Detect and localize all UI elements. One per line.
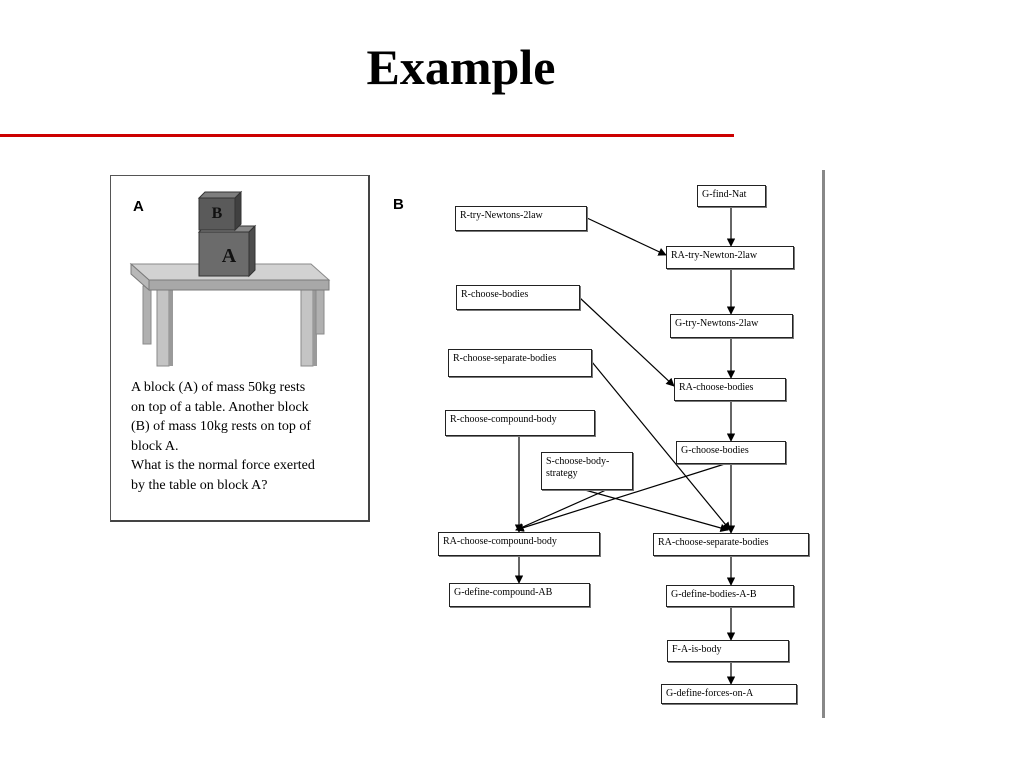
block-b-label: B bbox=[212, 205, 223, 222]
node-r-choose-compound: R-choose-compound-body bbox=[445, 410, 595, 436]
block-a-side bbox=[248, 224, 256, 278]
node-g-define-compound: G-define-compound-AB bbox=[449, 583, 590, 607]
problem-line: block A. bbox=[131, 438, 179, 454]
node-s-choose-strategy: S-choose-body-strategy bbox=[541, 452, 633, 490]
node-g-define-forces: G-define-forces-on-A bbox=[661, 684, 797, 704]
problem-line: A block (A) of mass 50kg rests bbox=[131, 380, 306, 395]
node-r-try-newtons: R-try-Newtons-2law bbox=[455, 206, 587, 231]
slide-title: Example bbox=[366, 39, 556, 95]
node-g-find-nat: G-find-Nat bbox=[697, 185, 766, 207]
table-edge bbox=[130, 262, 150, 292]
node-ra-choose-separate: RA-choose-separate-bodies bbox=[653, 533, 809, 556]
node-ra-try-newton: RA-try-Newton-2law bbox=[666, 246, 794, 269]
edge-g-choose-to-ra-compound bbox=[515, 461, 732, 532]
node-g-try-newtons: G-try-Newtons-2law bbox=[670, 314, 793, 338]
problem-line: What is the normal force exerted bbox=[131, 458, 315, 473]
problem-line: (B) of mass 10kg rests on top of bbox=[131, 419, 312, 434]
panel-divider bbox=[822, 170, 825, 718]
problem-line: on top of a table. Another block bbox=[131, 399, 309, 415]
title-underline bbox=[0, 134, 734, 137]
table-leg bbox=[313, 288, 317, 366]
node-r-choose-bodies: R-choose-bodies bbox=[456, 285, 580, 310]
node-ra-choose-bodies: RA-choose-bodies bbox=[674, 378, 786, 401]
panel-a: A B A A block (A) of mass 50kg rests on … bbox=[110, 175, 370, 522]
node-g-choose-bodies: G-choose-bodies bbox=[676, 441, 786, 464]
node-ra-choose-compound: RA-choose-compound-body bbox=[438, 532, 600, 556]
edge-r-separate-to-ra-separate bbox=[591, 361, 731, 531]
edge-r-try-to-ra-try bbox=[586, 217, 667, 256]
panel-b-label: B bbox=[393, 196, 404, 213]
edge-r-choose-to-ra-choose bbox=[579, 297, 675, 387]
block-b-side bbox=[234, 190, 242, 232]
problem-statement: A block (A) of mass 50kg rests on top of… bbox=[131, 378, 361, 495]
edge-s-strategy-to-ra-separate bbox=[584, 489, 729, 533]
node-f-a-is-body: F-A-is-body bbox=[667, 640, 789, 662]
problem-line: by the table on block A? bbox=[131, 477, 268, 493]
node-g-define-bodies: G-define-bodies-A-B bbox=[666, 585, 794, 607]
block-a-label: A bbox=[222, 245, 237, 267]
table-illustration: B A bbox=[129, 190, 331, 367]
panel-a-label: A bbox=[133, 198, 144, 215]
table-leg bbox=[169, 288, 173, 366]
node-r-choose-separate: R-choose-separate-bodies bbox=[448, 349, 592, 377]
